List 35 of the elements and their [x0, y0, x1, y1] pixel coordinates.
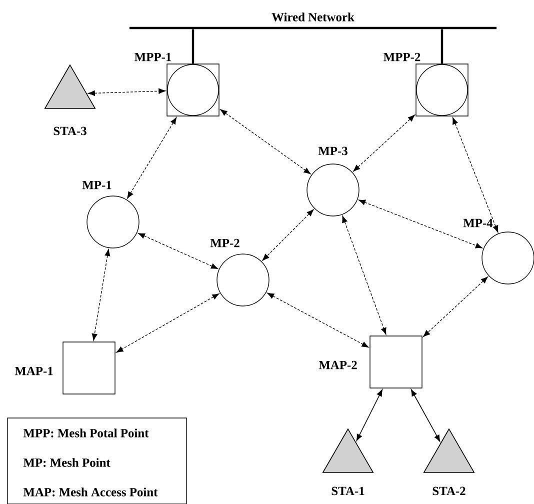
link-arrow	[262, 209, 314, 261]
link-arrow	[116, 293, 220, 353]
cable	[440, 29, 444, 64]
legend-box: MPP: Mesh Potal Point MP: Mesh Point MAP: Mesh Access Point	[7, 418, 187, 504]
link-arrow	[127, 117, 177, 199]
link-arrow	[410, 389, 440, 442]
portal-node: MPP-2	[384, 52, 468, 116]
node-label: STA-1	[332, 486, 364, 496]
access-point-box: MAP-2	[318, 336, 422, 388]
node-label: MP-3	[318, 146, 348, 156]
cable	[192, 29, 194, 64]
access-point-box: MAP-1	[14, 342, 116, 394]
link-arrow	[358, 200, 482, 248]
link-arrow	[356, 389, 382, 441]
node-label: MPP-2	[384, 52, 420, 62]
link-arrow	[138, 232, 218, 270]
portal-node: MPP-1	[134, 52, 220, 116]
link-arrow	[220, 109, 311, 174]
link-arrow	[88, 88, 166, 96]
node-label: MAP-1	[14, 366, 53, 376]
node-label: MP-4	[463, 218, 493, 228]
node-label: MP-1	[82, 180, 112, 190]
node-label: MP-2	[210, 238, 240, 248]
link-arrow	[353, 114, 415, 172]
node-label: Wired Network	[272, 12, 354, 22]
link-arrow	[342, 216, 386, 335]
node-label: MAP-2	[318, 360, 357, 370]
wired-network-bus: Wired Network	[130, 12, 496, 30]
node-label: STA-3	[54, 126, 86, 136]
node-label: STA-2	[432, 486, 466, 496]
link-arrow	[452, 117, 498, 232]
link-arrow	[423, 276, 488, 337]
link-arrow	[267, 292, 369, 348]
node-label: MPP-1	[134, 52, 172, 62]
link-arrow	[92, 249, 110, 341]
